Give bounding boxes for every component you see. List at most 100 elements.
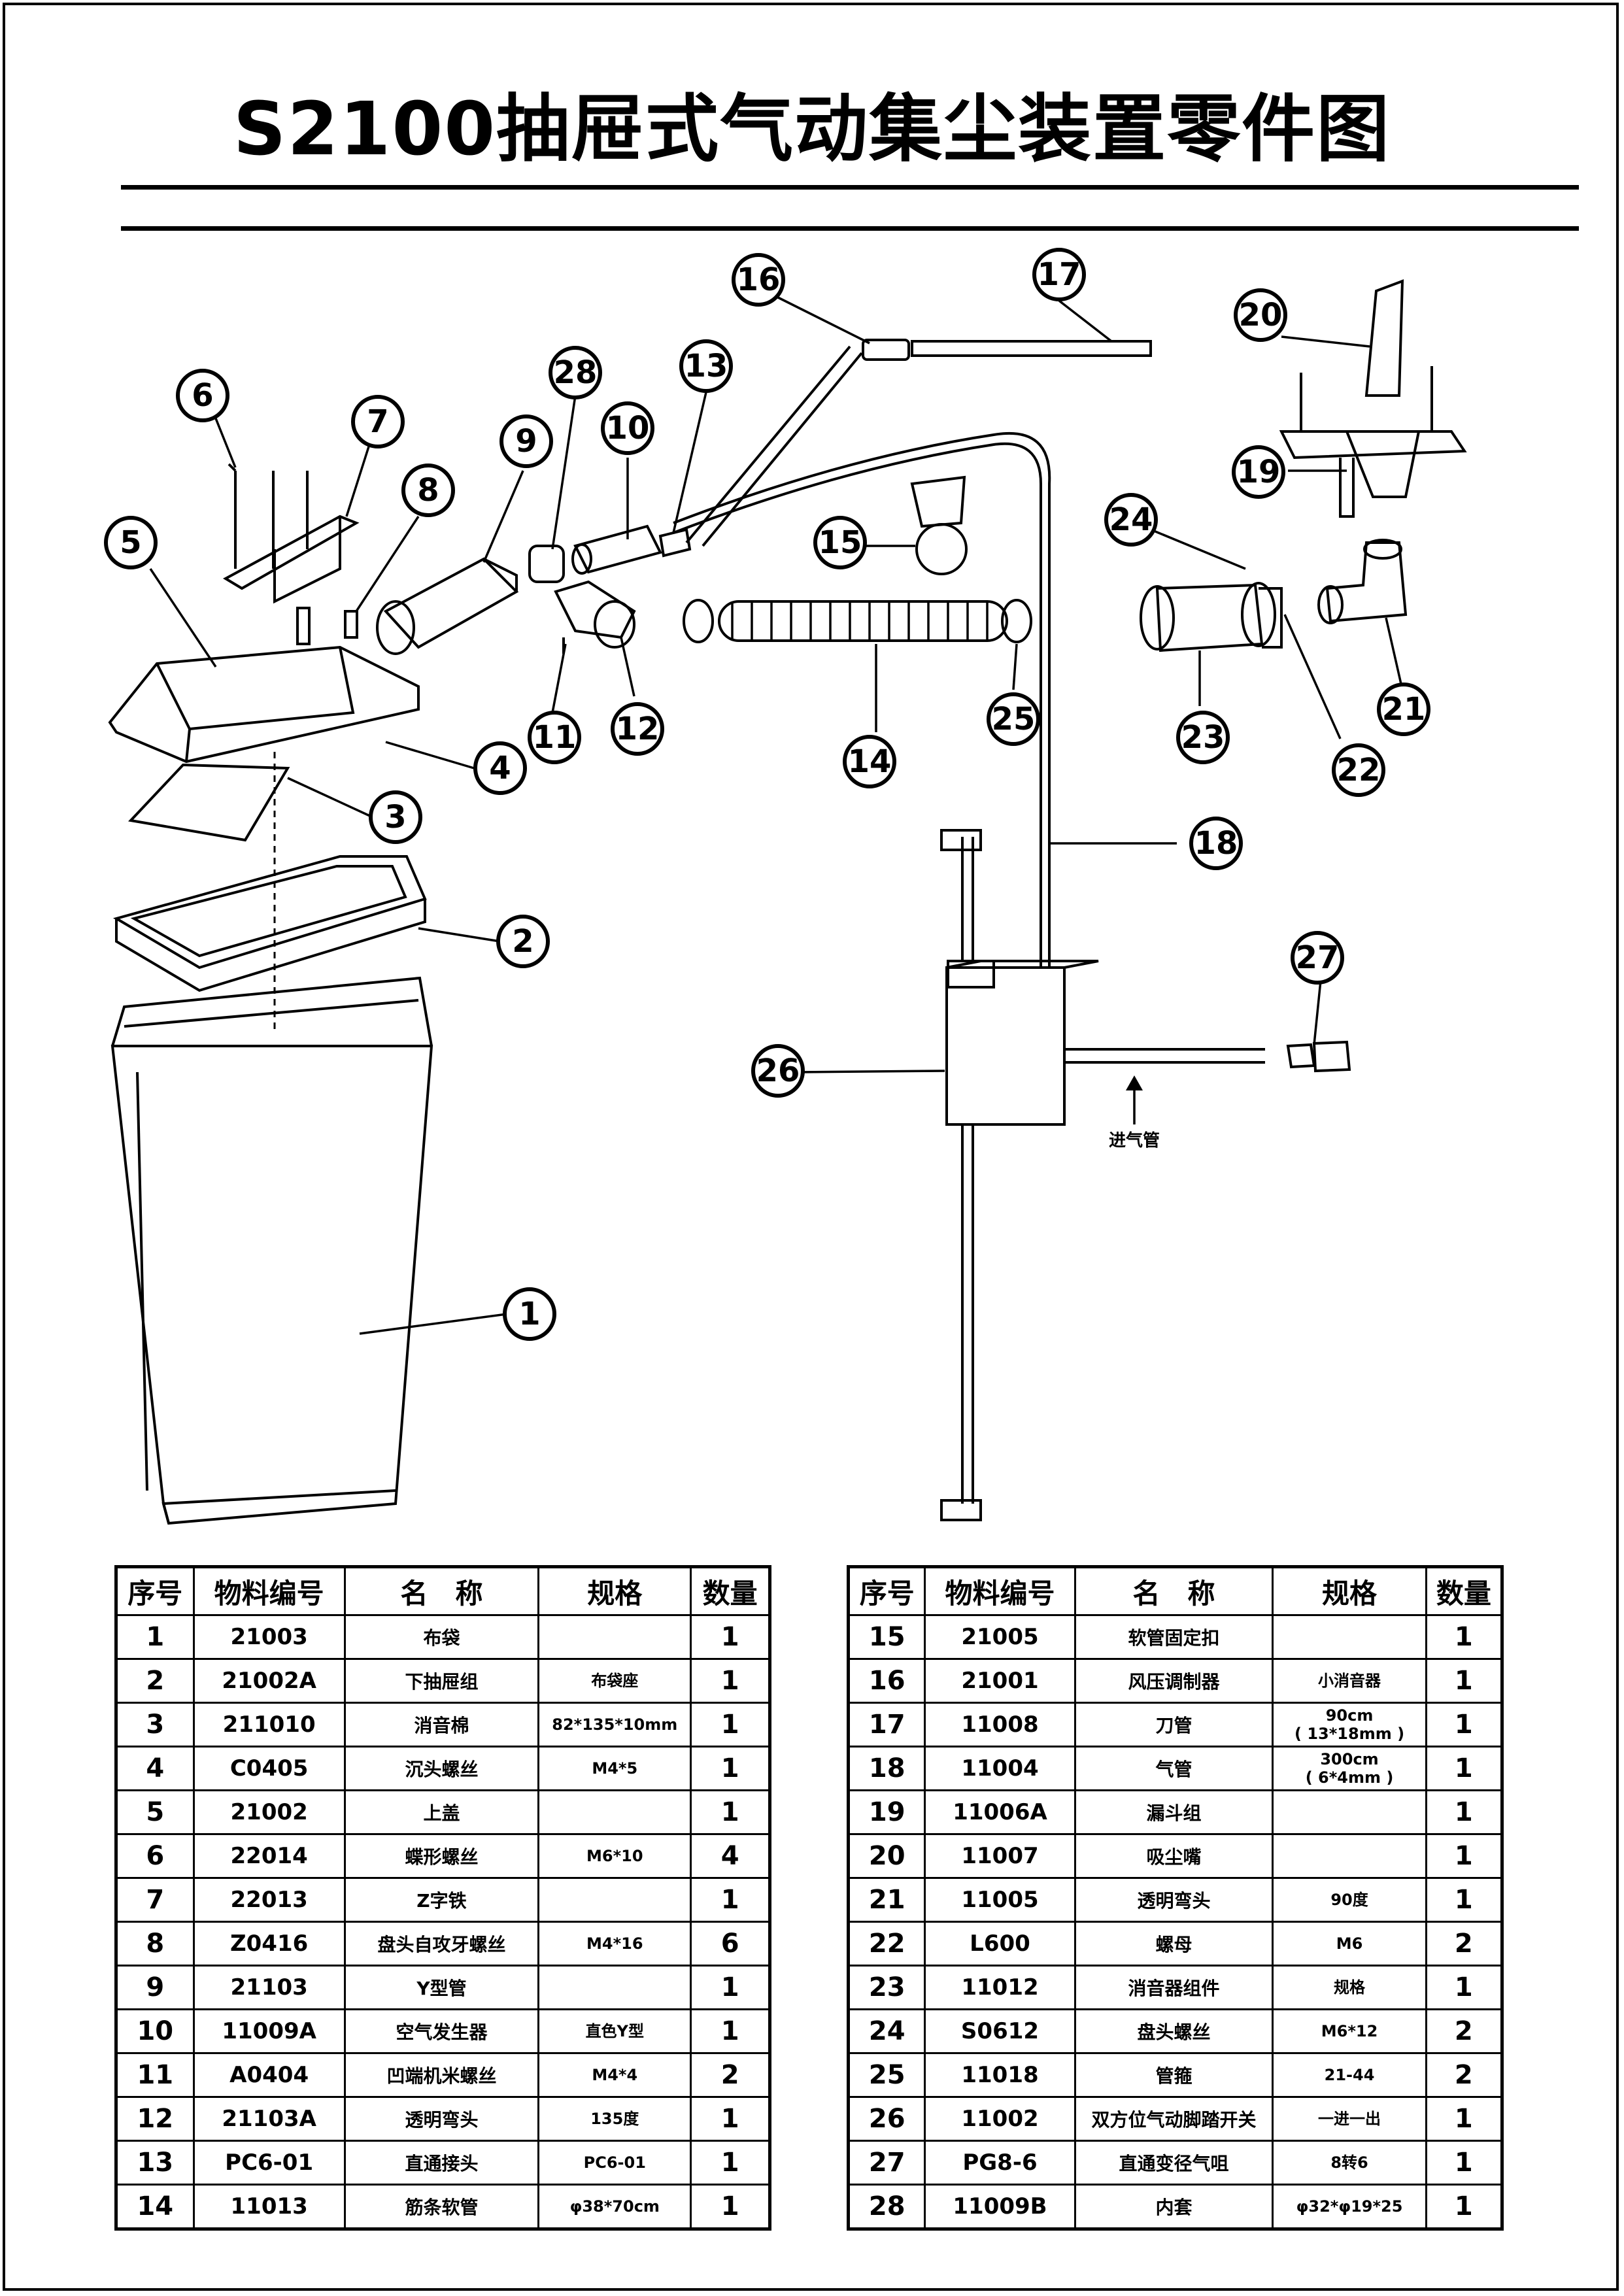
part-spec [537, 1877, 692, 1923]
part-quantity: 1 [1425, 2140, 1504, 2186]
material-code: 11006A [924, 1789, 1076, 1835]
part-spec [537, 1614, 692, 1660]
part-spec: 布袋座 [537, 1658, 692, 1704]
part-name: 下抽屉组 [343, 1658, 540, 1704]
callout-15: 15 [813, 516, 867, 569]
callout-5-label: 5 [120, 524, 141, 561]
callout-27-label: 27 [1296, 939, 1340, 976]
callout-5: 5 [104, 516, 158, 569]
callout-11-label: 11 [533, 719, 577, 756]
part-name: 直通变径气咀 [1074, 2140, 1274, 2186]
material-code: A0404 [192, 2052, 346, 2098]
callout-22-label: 22 [1337, 752, 1381, 788]
part-quantity: 1 [690, 1965, 771, 2010]
part-inner-sleeve [528, 545, 565, 583]
part-name: 气管 [1074, 1746, 1274, 1791]
part-name: 内套 [1074, 2184, 1274, 2230]
table-header-row: 序号 物料编号 名 称 规格 数量 [847, 1566, 1504, 1616]
part-name: 透明弯头 [343, 2096, 540, 2142]
part-name: 蝶形螺丝 [343, 1833, 540, 1879]
part-name: 双方位气动脚踏开关 [1074, 2096, 1274, 2142]
part-spec: 135度 [537, 2096, 692, 2142]
part-number: 25 [847, 2052, 926, 2098]
callout-20-label: 20 [1239, 297, 1283, 333]
part-spec: PC6-01 [537, 2140, 692, 2186]
part-foot-switch [940, 829, 1265, 1521]
material-code: 11018 [924, 2052, 1076, 2098]
air-inlet-label: 进气管 [1109, 1131, 1160, 1151]
callout-12: 12 [611, 702, 664, 756]
material-code: 11004 [924, 1746, 1076, 1791]
part-quantity: 1 [690, 2184, 771, 2230]
header-no: 序号 [115, 1566, 195, 1616]
header-qty: 数量 [1425, 1566, 1504, 1616]
part-name: 盘头螺丝 [1074, 2008, 1274, 2054]
part-spec: 90cm ( 13*18mm ) [1272, 1702, 1427, 1747]
material-code: C0405 [192, 1746, 346, 1791]
part-reducing-nozzle [1286, 1040, 1351, 1073]
part-name: 盘头自攻牙螺丝 [343, 1921, 540, 1967]
material-code: 11012 [924, 1965, 1076, 2010]
header-code: 物料编号 [924, 1566, 1076, 1616]
part-quantity: 1 [690, 1789, 771, 1835]
part-air-hose [673, 431, 1051, 968]
part-spec: φ32*φ19*25 [1272, 2184, 1427, 2230]
part-spec: M4*5 [537, 1746, 692, 1791]
part-number: 14 [115, 2184, 195, 2230]
part-spec: 90度 [1272, 1877, 1427, 1923]
leader-lines [149, 296, 1404, 1335]
material-code: L600 [924, 1921, 1076, 1967]
part-name: 上盖 [343, 1789, 540, 1835]
part-spec [537, 1789, 692, 1835]
table-header-row: 序号 物料编号 名 称 规格 数量 [115, 1566, 771, 1616]
part-spec: 一进一出 [1272, 2096, 1427, 2142]
part-number: 9 [115, 1965, 195, 2010]
part-number: 20 [847, 1833, 926, 1879]
callout-27: 27 [1291, 931, 1344, 985]
material-code: 211010 [192, 1702, 346, 1747]
part-upper-cover [108, 645, 420, 764]
callout-1: 1 [503, 1287, 556, 1341]
part-number: 26 [847, 2096, 926, 2142]
material-code: PC6-01 [192, 2140, 346, 2186]
part-spec: M4*4 [537, 2052, 692, 2098]
material-code: PG8-6 [924, 2140, 1076, 2186]
material-code: 11007 [924, 1833, 1076, 1879]
callout-8-label: 8 [417, 472, 439, 509]
header-qty: 数量 [690, 1566, 771, 1616]
part-number: 15 [847, 1614, 926, 1660]
part-number: 8 [115, 1921, 195, 1967]
part-quantity: 2 [690, 2052, 771, 2098]
material-code: 21002 [192, 1789, 346, 1835]
material-code: 22014 [192, 1833, 346, 1879]
callout-17: 17 [1032, 248, 1086, 301]
header-name: 名 称 [343, 1566, 540, 1616]
material-code: 11009B [924, 2184, 1076, 2230]
callout-2: 2 [496, 915, 550, 968]
callout-19-label: 19 [1237, 454, 1281, 490]
header-code: 物料编号 [192, 1566, 346, 1616]
callout-16: 16 [732, 253, 785, 307]
callout-12-label: 12 [616, 711, 660, 747]
part-name: 消音棉 [343, 1702, 540, 1747]
part-sound-pad [127, 763, 290, 842]
material-code: 21003 [192, 1614, 346, 1660]
part-number: 28 [847, 2184, 926, 2230]
part-90-elbow [1317, 539, 1408, 624]
part-wing-screws [228, 463, 309, 569]
part-spec: M6*10 [537, 1833, 692, 1879]
